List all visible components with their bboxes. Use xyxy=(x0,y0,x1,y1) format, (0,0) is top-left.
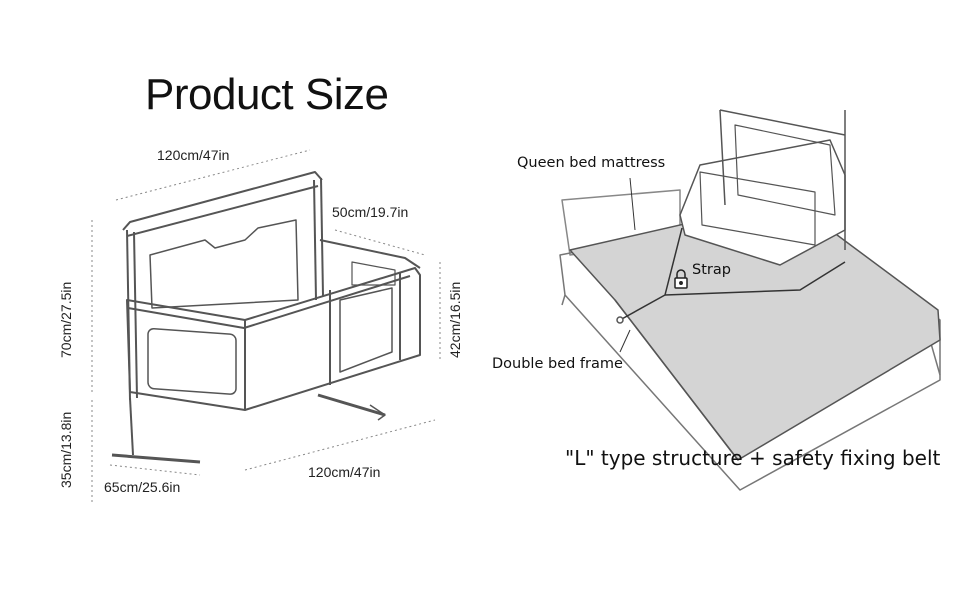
side-top-rail xyxy=(319,239,421,269)
dim-base-depth: 65cm/25.6in xyxy=(104,479,181,495)
lock-icon xyxy=(674,269,688,289)
crib-posts xyxy=(719,109,846,250)
base-foot-left xyxy=(111,453,201,464)
side-window xyxy=(351,261,396,286)
front-frame xyxy=(126,267,421,411)
left-post-inner xyxy=(133,231,138,399)
page-title: Product Size xyxy=(145,70,389,119)
installation-panel: Queen bed mattress Strap Double bed fram… xyxy=(470,0,970,600)
dim-line-side-depth xyxy=(334,229,426,256)
diagram-caption: "L" type structure + safety fixing belt xyxy=(565,446,941,470)
strap-anchor xyxy=(616,316,624,324)
back-top-rail-inner xyxy=(126,185,319,237)
label-strap: Strap xyxy=(692,262,731,278)
dim-line-base-depth xyxy=(109,464,201,476)
dim-total-height: 70cm/27.5in xyxy=(58,281,74,358)
front-window-left xyxy=(147,328,237,395)
product-size-panel: Product Size xyxy=(0,0,470,600)
crib-front-panel xyxy=(699,171,816,246)
right-post-inner xyxy=(320,177,324,297)
frame-leg-left xyxy=(561,294,566,306)
back-top-rail xyxy=(122,171,323,231)
dim-top-width: 120cm/47in xyxy=(157,147,230,163)
label-double-bed-frame: Double bed frame xyxy=(492,356,623,372)
back-mesh-panel xyxy=(149,219,299,309)
dim-side-depth: 50cm/19.7in xyxy=(332,204,409,220)
crib-top-rail xyxy=(719,109,846,136)
front-window-right xyxy=(339,287,393,373)
leader-mattress xyxy=(629,177,636,231)
dimension-lines xyxy=(91,149,441,505)
label-queen-bed-mattress: Queen bed mattress xyxy=(517,155,666,171)
right-post xyxy=(313,179,317,301)
base-foot-tip xyxy=(369,404,386,421)
crib-back-panel xyxy=(734,124,836,216)
mattress-edge xyxy=(614,299,739,461)
strap-line-2 xyxy=(664,261,846,296)
base-foot-right xyxy=(317,393,386,417)
dim-line-base-width xyxy=(244,419,436,471)
crib-dimension-drawing xyxy=(91,149,441,505)
crib-frame xyxy=(111,171,421,464)
dim-base-width: 120cm/47in xyxy=(308,464,381,480)
dim-side-height: 42cm/16.5in xyxy=(447,281,463,358)
dim-leg-height: 35cm/13.8in xyxy=(58,411,74,488)
back-leg xyxy=(129,397,134,456)
leader-frame xyxy=(619,329,631,353)
dim-line-top-width xyxy=(115,149,311,201)
frame-leg-right xyxy=(929,339,941,376)
bed-installation-drawing xyxy=(559,109,941,491)
